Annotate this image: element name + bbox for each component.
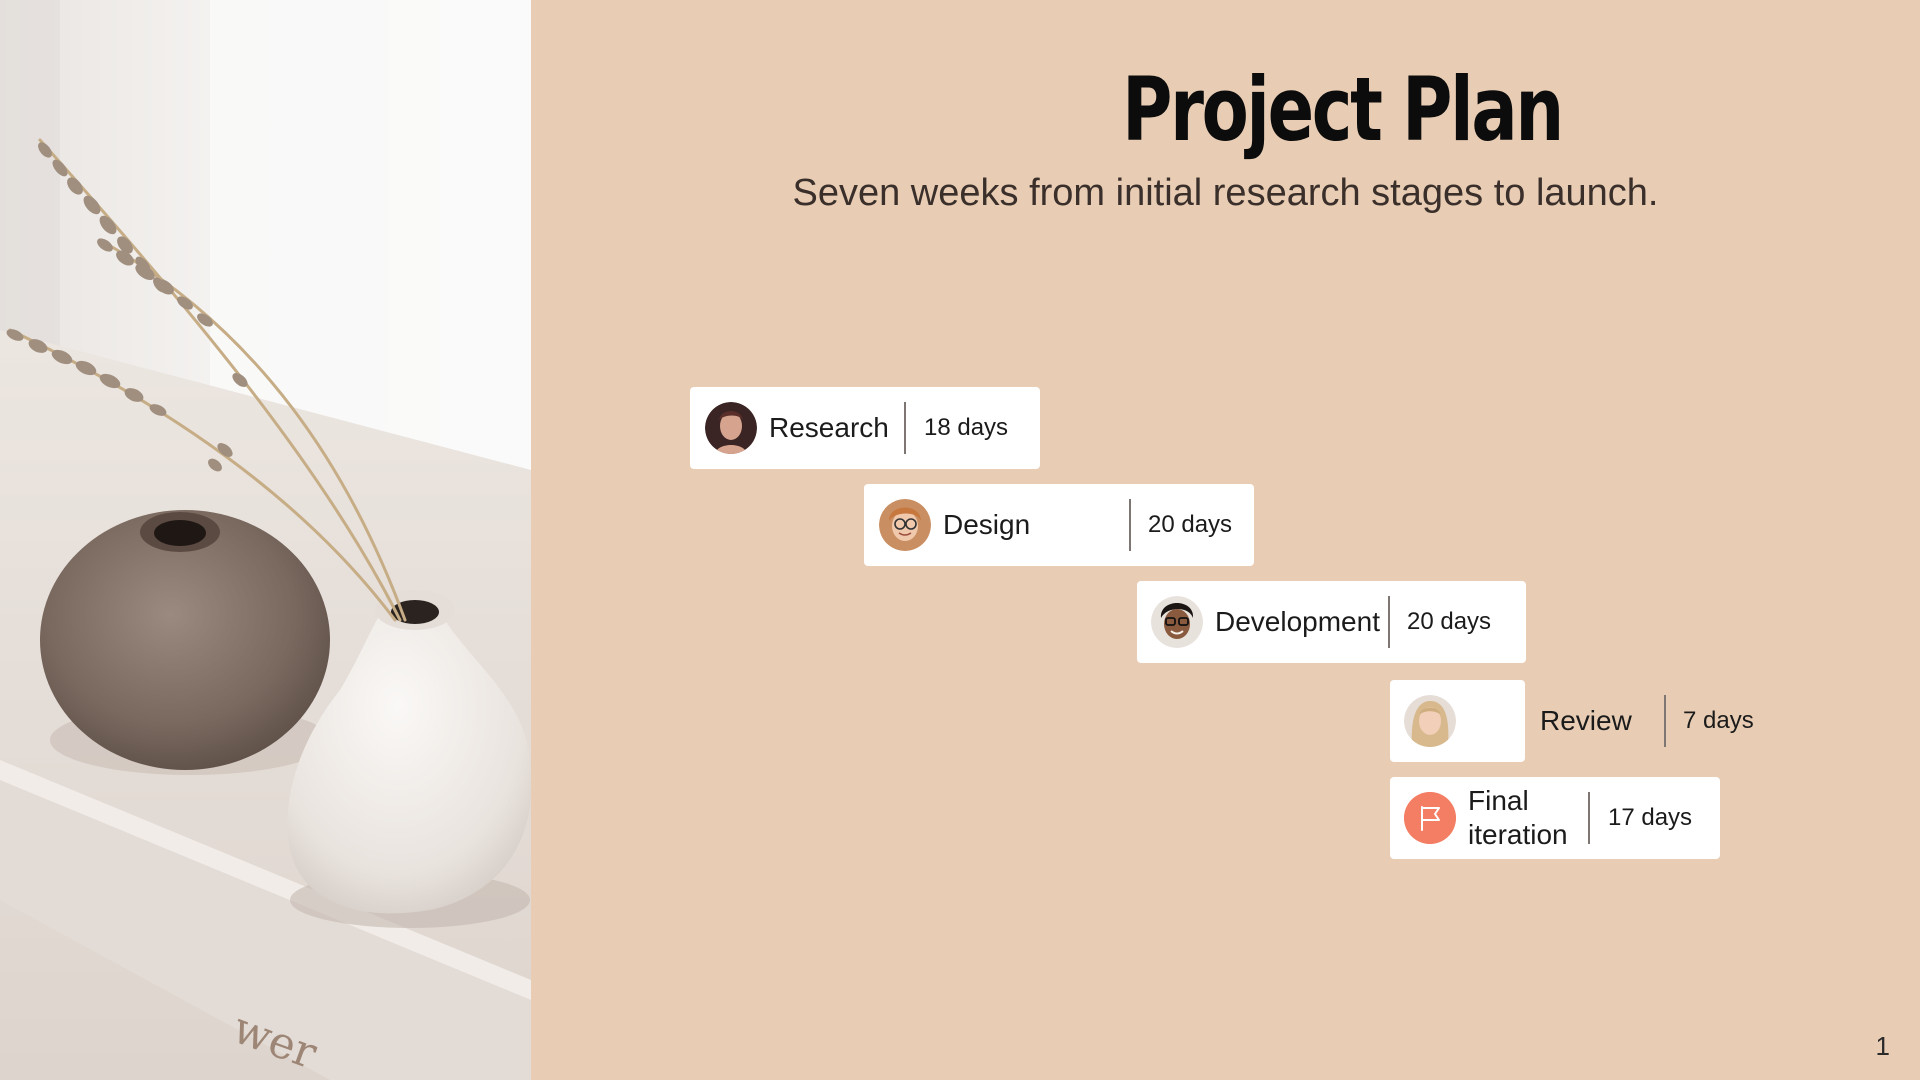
vases-with-dried-lavender-photo: wer [0,0,531,1080]
task-label: Development [1215,606,1380,637]
woman-with-glasses-avatar [879,499,931,551]
task-label: Design [943,509,1031,540]
task-review[interactable]: Review 7 days [1390,680,1770,762]
man-with-glasses-avatar [1151,596,1203,648]
task-duration: 7 days [1683,707,1754,734]
page-number: 1 [1875,1031,1890,1061]
task-duration: 20 days [1148,511,1233,538]
vases-photo: wer [0,0,531,1080]
task-label: Final iteration [1468,785,1568,850]
divider [904,402,906,454]
divider [1388,596,1390,648]
task-duration: 17 days [1608,804,1693,831]
page-title: Project Plan [1122,58,1564,161]
divider [1129,499,1131,551]
task-research[interactable]: Research 18 days [690,387,1040,469]
task-design[interactable]: Design 20 days [864,484,1254,566]
task-duration: 18 days [924,414,1009,441]
task-label: Research [769,412,889,443]
divider [1588,792,1590,844]
divider [1664,695,1666,747]
task-final-iteration[interactable]: Final iteration 17 days [1390,777,1720,859]
flag-icon [1404,792,1456,844]
task-label: Review [1540,705,1632,736]
page-subtitle: Seven weeks from initial research stages… [792,172,1659,214]
task-development[interactable]: Development 20 days [1137,581,1526,663]
blonde-woman-avatar [1404,695,1456,747]
task-duration: 20 days [1407,608,1492,635]
woman-portrait-avatar [705,402,757,454]
